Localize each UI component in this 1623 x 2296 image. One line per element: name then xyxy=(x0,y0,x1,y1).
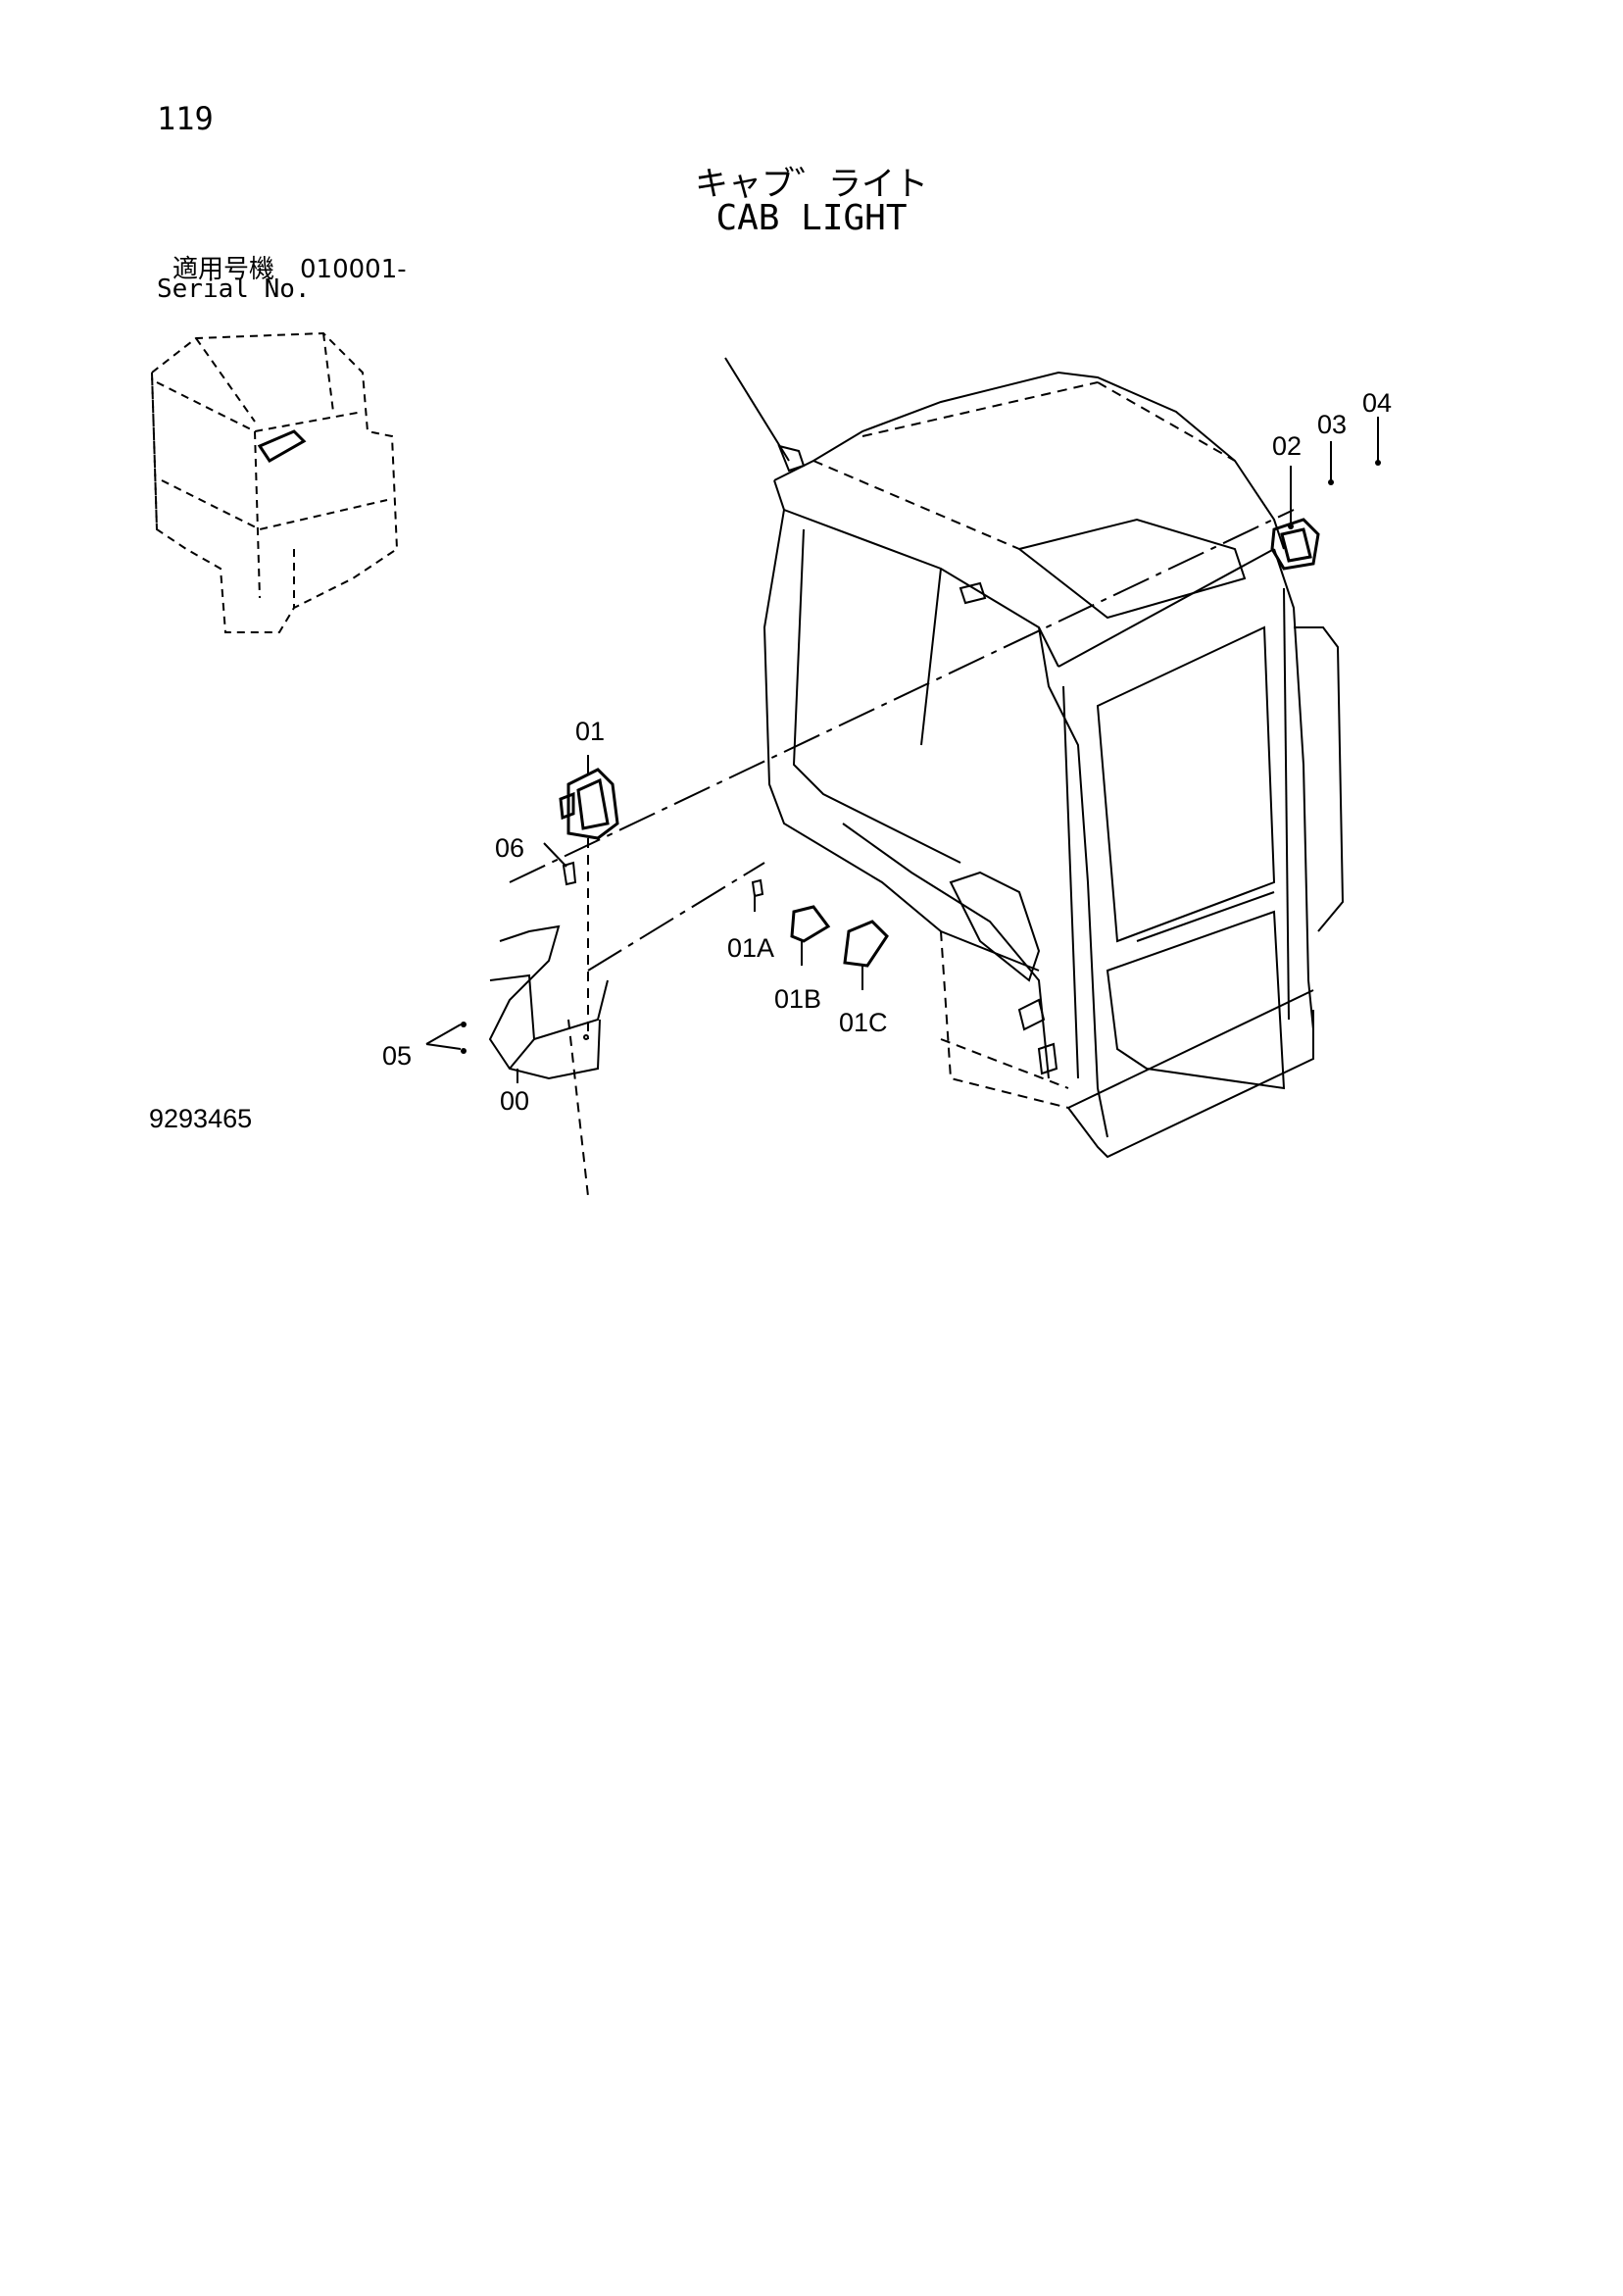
callout-06: 06 xyxy=(495,833,524,863)
callout-01A: 01A xyxy=(727,933,774,963)
callout-01: 01 xyxy=(575,717,605,746)
callout-00: 00 xyxy=(500,1086,529,1116)
thumbnail-cab xyxy=(150,331,399,633)
callout-03: 03 xyxy=(1317,410,1347,439)
callout-01C: 01C xyxy=(839,1008,888,1037)
callout-04: 04 xyxy=(1362,388,1392,418)
bolt-06 xyxy=(562,861,577,886)
drawing-number: 9293465 xyxy=(149,1104,253,1133)
antenna xyxy=(724,357,790,462)
serial-label-japanese: 適用号機 010001- xyxy=(172,255,407,284)
gasket-01B xyxy=(790,905,831,943)
light-bracket xyxy=(488,924,609,1080)
cab-body xyxy=(762,371,1345,1159)
serial-label-english: Serial No. xyxy=(157,275,311,304)
page-number: 119 xyxy=(157,100,214,137)
rear-work-light xyxy=(1270,518,1320,571)
thumbnail-light-mark xyxy=(257,429,307,463)
title-japanese: キャブ゛ライト xyxy=(695,165,928,204)
explode-axis xyxy=(509,509,1295,883)
lens-01C xyxy=(843,920,889,968)
callout-02: 02 xyxy=(1272,431,1302,461)
cab-work-light xyxy=(559,768,619,840)
callout-05: 05 xyxy=(382,1041,412,1071)
callout-01B: 01B xyxy=(774,984,821,1014)
title-english: CAB LIGHT xyxy=(715,198,908,238)
